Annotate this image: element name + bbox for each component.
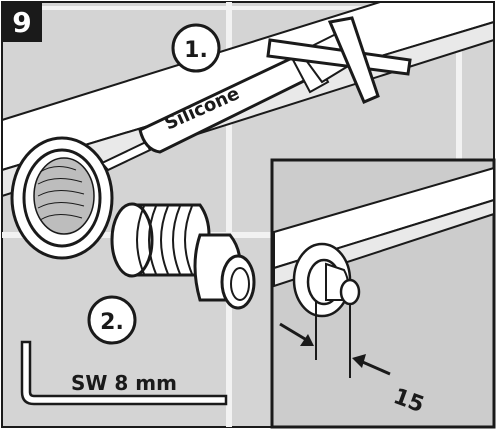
detail-inset: 15 [270, 158, 496, 429]
threaded-adapter [110, 202, 256, 310]
hex-key: SW 8 mm [20, 340, 228, 406]
step-badge: 9 [2, 2, 42, 42]
wrench-size-label: SW 8 mm [71, 371, 177, 395]
silicone-tube: Silicone [100, 16, 412, 172]
callout-step-2: 2. [87, 295, 137, 345]
callout-step-1-text: 1. [184, 38, 208, 63]
callout-step-2-text: 2. [100, 310, 124, 335]
wall-opening [10, 136, 114, 260]
callout-step-1: 1. [171, 23, 221, 73]
step-number: 9 [12, 6, 31, 39]
